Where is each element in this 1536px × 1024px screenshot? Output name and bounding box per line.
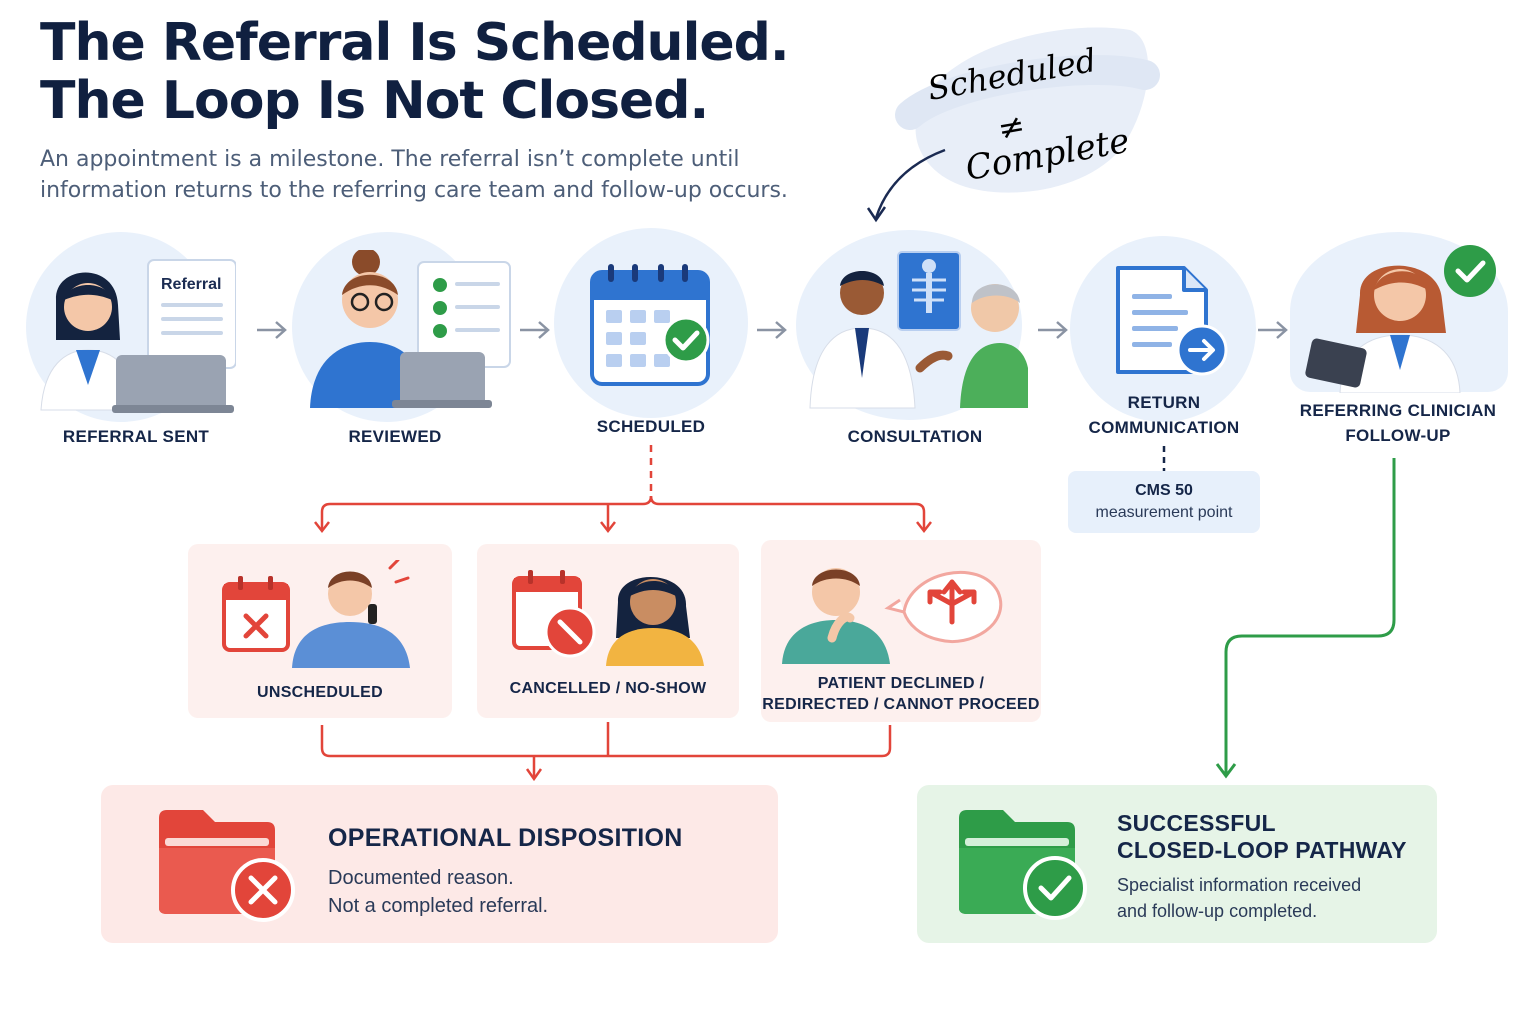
branch-right — [649, 495, 926, 530]
disposition-line-2: Not a completed referral. — [328, 895, 549, 917]
doctor-laptop-icon: Referral — [40, 259, 236, 413]
operational-disposition-title: OPERATIONAL DISPOSITION — [328, 824, 683, 852]
flow-arrow-4 — [1038, 321, 1068, 339]
step-label-follow-up: REFERRING CLINICIAN FOLLOW-UP — [1284, 398, 1512, 448]
closed-loop-line-1: Specialist information received — [1117, 875, 1362, 895]
cms-dashed-connector — [1162, 446, 1166, 472]
step-label-scheduled: SCHEDULED — [596, 417, 706, 436]
note-not-equal-symbol: ≠ — [995, 106, 1028, 148]
handwritten-note: Scheduled ≠ Complete — [895, 27, 1160, 193]
closed-loop-title-line-2: CLOSED-LOOP PATHWAY — [1117, 837, 1407, 863]
cms-measurement-note: CMS 50 measurement point — [1068, 471, 1260, 533]
failure-label-cancelled: CANCELLED / NO-SHOW — [509, 680, 707, 697]
subtitle-line-2: information returns to the referring car… — [40, 178, 788, 203]
referral-doc-label: Referral — [161, 276, 221, 293]
declined-label-line-1: PATIENT DECLINED / — [817, 675, 985, 692]
step-label-consultation: CONSULTATION — [847, 427, 983, 446]
title-line-1: The Referral Is Scheduled. — [40, 13, 790, 73]
closed-loop-title-line-1: SUCCESSFUL — [1117, 810, 1276, 836]
closed-loop-text: Specialist information received and foll… — [1117, 872, 1361, 924]
failure-label-unscheduled: UNSCHEDULED — [257, 684, 383, 701]
closed-loop-line-2: and follow-up completed. — [1117, 901, 1318, 921]
failure-label-declined: PATIENT DECLINED / REDIRECTED / CANNOT P… — [761, 673, 1041, 715]
flow-arrow-2 — [520, 321, 550, 339]
step-label-reviewed: REVIEWED — [348, 427, 442, 446]
green-success-line — [1224, 458, 1396, 774]
flow-arrow-1 — [257, 321, 287, 339]
step-label-referral-sent: REFERRAL SENT — [62, 427, 210, 446]
clinician-tablet-icon — [1305, 245, 1496, 393]
calendar-cancel-icon — [512, 570, 704, 666]
disposition-line-1: Documented reason. — [328, 867, 514, 889]
calendar-x-icon — [222, 560, 410, 668]
operational-disposition-text: Documented reason. Not a completed refer… — [328, 864, 548, 920]
document-arrow-icon — [1116, 266, 1228, 376]
calendar-check-icon — [590, 264, 710, 386]
merge-line — [320, 725, 892, 758]
return-label-line-2: COMMUNICATION — [1088, 418, 1240, 437]
cms-subtitle: measurement point — [1095, 504, 1233, 521]
reviewer-checklist-icon — [310, 250, 511, 408]
folder-check-icon — [959, 810, 1087, 920]
split-arrows-icon — [782, 568, 1002, 664]
branch-left — [320, 495, 653, 530]
consultation-icon — [809, 251, 1028, 409]
page-subtitle: An appointment is a milestone. The refer… — [40, 144, 890, 206]
closed-loop-title: SUCCESSFUL CLOSED-LOOP PATHWAY — [1117, 810, 1407, 864]
return-label-line-1: RETURN — [1127, 393, 1201, 412]
flow-arrow-3 — [757, 321, 787, 339]
note-pointer-arrow — [866, 148, 946, 223]
follow-up-label-line-2: FOLLOW-UP — [1345, 426, 1451, 445]
page-title: The Referral Is Scheduled. The Loop Is N… — [40, 13, 790, 131]
declined-label-line-2: REDIRECTED / CANNOT PROCEED — [762, 696, 1040, 713]
subtitle-line-1: An appointment is a milestone. The refer… — [40, 147, 740, 172]
step-label-return-communication: RETURN COMMUNICATION — [1066, 390, 1262, 440]
title-line-2: The Loop Is Not Closed. — [40, 71, 709, 131]
folder-x-icon — [159, 810, 295, 922]
cms-title: CMS 50 — [1135, 482, 1193, 499]
flow-arrow-5 — [1258, 321, 1288, 339]
follow-up-label-line-1: REFERRING CLINICIAN — [1299, 401, 1497, 420]
